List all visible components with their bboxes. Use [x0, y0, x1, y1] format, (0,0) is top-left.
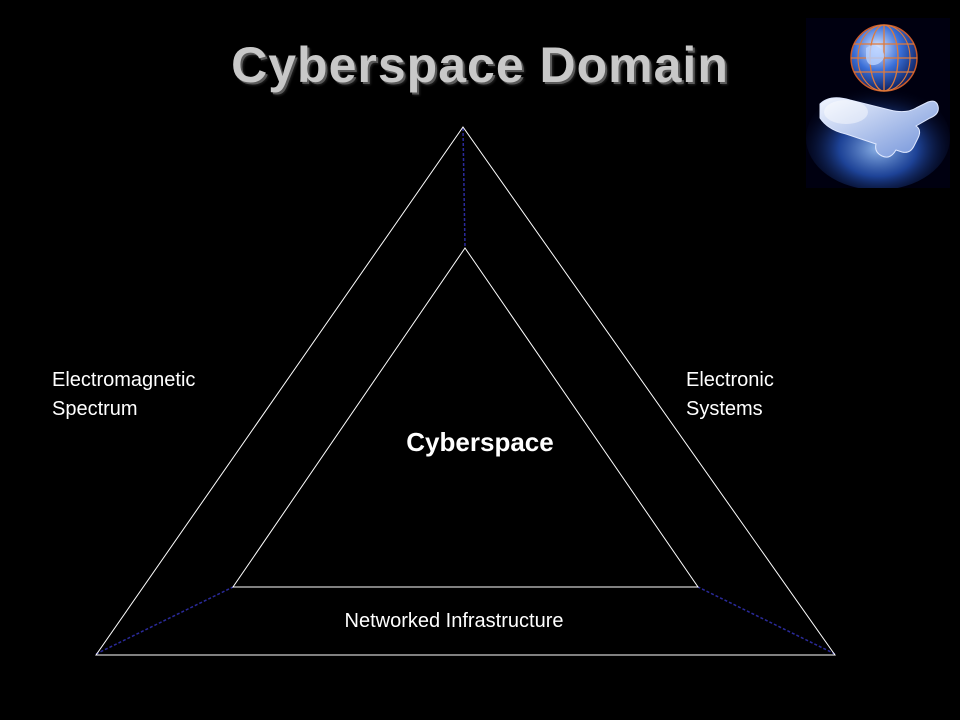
connector-left	[95, 586, 234, 655]
cyberspace-label: Cyberspace	[406, 427, 554, 457]
connector-right	[697, 586, 836, 655]
electronic-systems-label: Electronic Systems	[686, 366, 826, 424]
outer-triangle	[95, 126, 836, 656]
electromagnetic-spectrum-label: Electromagnetic Spectrum	[52, 366, 252, 424]
right-label-line-1: Electronic	[686, 369, 774, 391]
globe-hand-icon	[806, 18, 950, 188]
slide-title: Cyberspace Domain	[231, 37, 729, 93]
left-label-line-1: Electromagnetic	[52, 369, 196, 391]
right-label-line-2: Systems	[686, 398, 763, 420]
inner-triangle	[232, 247, 699, 588]
left-label-line-2: Spectrum	[52, 398, 138, 420]
networked-infrastructure-label: Networked Infrastructure	[344, 610, 564, 632]
connector-top	[462, 127, 466, 249]
